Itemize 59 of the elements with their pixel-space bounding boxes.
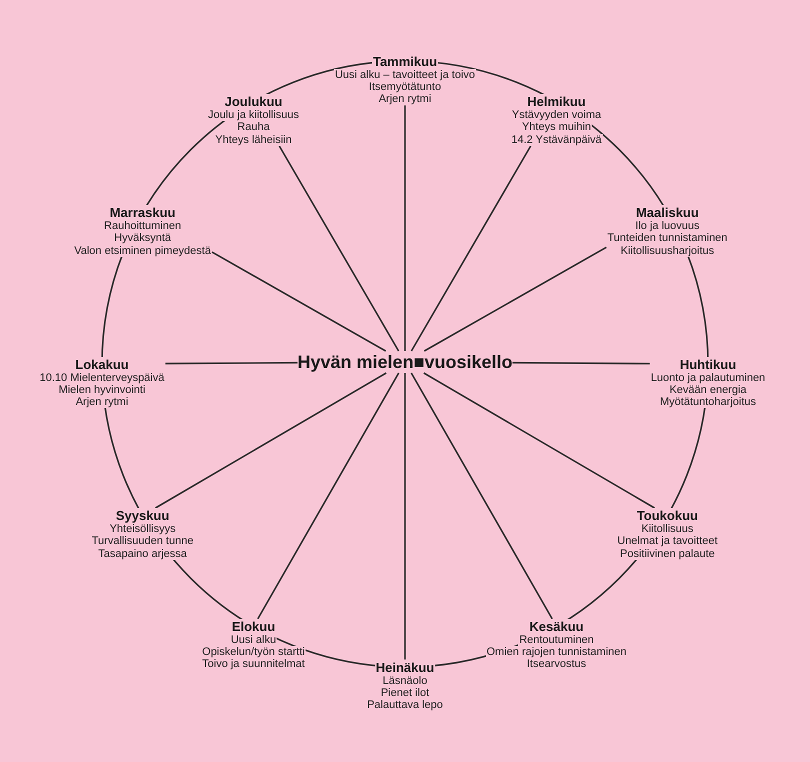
month-name: Syyskuu bbox=[114, 508, 170, 523]
month-name: Toukokuu bbox=[636, 508, 699, 523]
spoke-line bbox=[257, 372, 400, 620]
spoke-line bbox=[404, 105, 406, 351]
month-name: Heinäkuu bbox=[374, 660, 436, 674]
theme-text: Uusi alku – tavoitteet ja toivo bbox=[334, 68, 476, 81]
theme-text: Tasapaino arjessa bbox=[97, 548, 188, 560]
theme-text: Hyväksyntä bbox=[113, 232, 172, 245]
spoke-line bbox=[423, 372, 655, 509]
theme-text: Unelmat ja tavoitteet bbox=[616, 535, 719, 548]
wheel-title: Hyvän mielen■vuosikello bbox=[298, 351, 512, 373]
theme-text: Opiskelun/työn startti bbox=[201, 646, 306, 658]
theme-text: 10.10 Mielenterveyspäivä bbox=[38, 372, 166, 384]
month-name: Marraskuu bbox=[108, 205, 176, 220]
theme-text: Läsnäolo bbox=[382, 674, 428, 687]
theme-text: Valon etsiminen pimeydestä bbox=[73, 244, 212, 257]
theme-text: Kiitollisuus bbox=[640, 523, 694, 536]
theme-text: Positiivinen palaute bbox=[618, 548, 716, 560]
theme-text: 14.2 Ystävänpäivä bbox=[510, 134, 603, 146]
spoke-line bbox=[165, 362, 298, 364]
theme-text: Ystävyyden voima bbox=[510, 109, 602, 122]
theme-text: Yhteys muihin bbox=[520, 121, 592, 134]
theme-text: Luonto ja palautuminen bbox=[650, 372, 766, 384]
month-name: Helmikuu bbox=[526, 94, 587, 110]
theme-text: Rauhoittuminen bbox=[103, 220, 182, 232]
theme-text: Toivo ja suunnitelmat bbox=[201, 658, 306, 671]
theme-text: Tunteiden tunnistaminen bbox=[606, 232, 728, 245]
spoke-line bbox=[212, 251, 386, 352]
spoke-line bbox=[155, 372, 387, 509]
spoke-line bbox=[410, 146, 532, 352]
spoke-line bbox=[424, 246, 607, 352]
theme-text: Yhteisöllisyys bbox=[108, 523, 177, 536]
spoke-line bbox=[512, 362, 650, 364]
month-name: Joulukuu bbox=[224, 94, 284, 110]
theme-text: Turvallisuuden tunne bbox=[90, 535, 194, 548]
theme-text: Joulu ja kiitollisuus bbox=[206, 109, 300, 122]
month-name: Huhtikuu bbox=[678, 356, 738, 372]
theme-text: Ilo ja luovuus bbox=[634, 220, 700, 232]
month-name: Maaliskuu bbox=[634, 205, 700, 220]
theme-text: Myötätuntoharjoitus bbox=[659, 396, 757, 408]
theme-text: Arjen rytmi bbox=[378, 93, 432, 106]
theme-text: Pienet ilot bbox=[380, 686, 430, 700]
theme-text: Mielen hyvinvointi bbox=[58, 384, 146, 396]
spoke-line bbox=[404, 373, 406, 660]
theme-text: Kiitollisuusharjoitus bbox=[620, 244, 716, 257]
spoke-line bbox=[278, 146, 400, 352]
spoke-line bbox=[410, 372, 553, 620]
theme-text: Itsemyötätunto bbox=[368, 80, 442, 94]
month-name: Tammikuu bbox=[372, 54, 438, 68]
month-name: Kesäkuu bbox=[528, 618, 585, 634]
theme-text: Kevään energia bbox=[668, 384, 748, 396]
theme-text: Rentoutuminen bbox=[518, 634, 595, 646]
month-name: Lokakuu bbox=[74, 356, 130, 372]
theme-text: Arjen rytmi bbox=[74, 396, 130, 408]
theme-text: Palauttava lepo bbox=[366, 699, 444, 712]
theme-text: Yhteys läheisiin bbox=[214, 134, 293, 146]
month-name: Elokuu bbox=[230, 618, 276, 634]
theme-text: Uusi alku bbox=[230, 634, 278, 646]
theme-text: Omien rajojen tunnistaminen bbox=[485, 646, 628, 658]
